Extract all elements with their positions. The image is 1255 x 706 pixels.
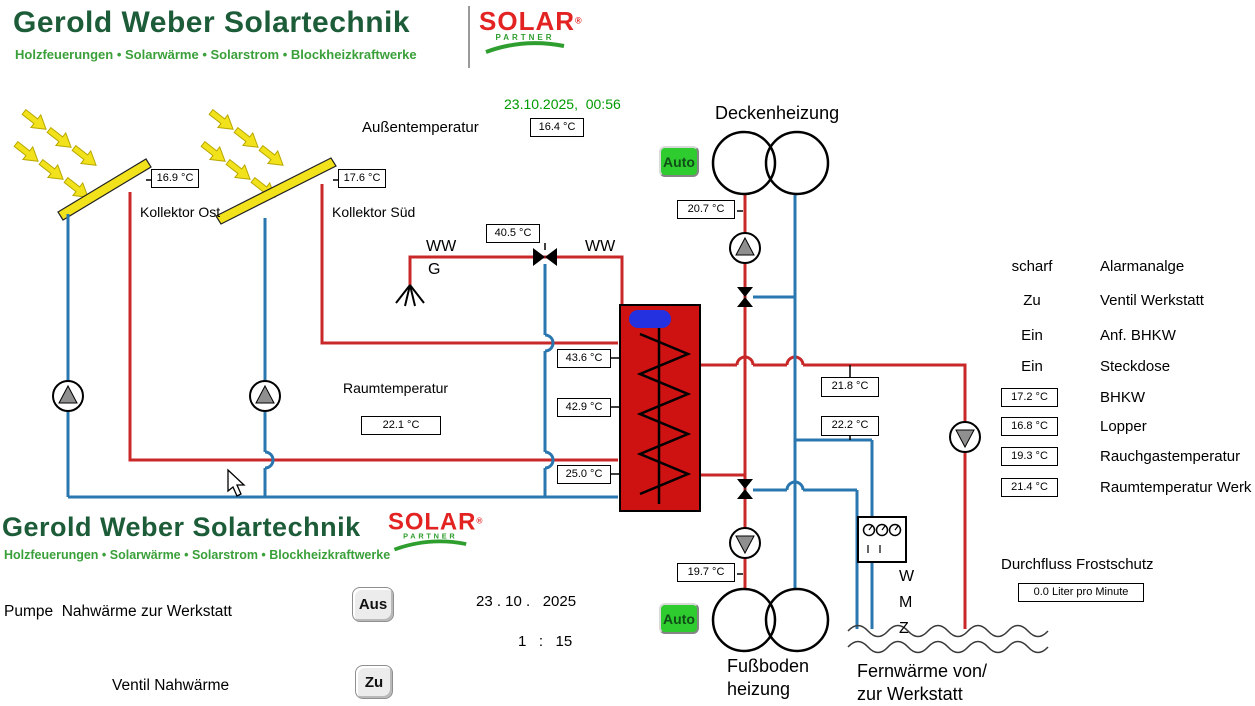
partner-logo-reg: ® (575, 15, 582, 26)
pump-nahwaerme-label: Pumpe Nahwärme zur Werkstatt (4, 603, 232, 620)
logo-subtitle: Holzfeuerungen • Solarwärme • Solarstrom… (15, 47, 417, 62)
partner-logo-text: SOLAR (388, 507, 477, 535)
collector-sued-panel (215, 157, 337, 225)
pump-ceiling-icon (729, 232, 761, 264)
ww-label-left: WW (426, 238, 457, 255)
sensor-value-rauchgas: 19.3 °C (1001, 447, 1058, 466)
fernwaerme-break-lines (847, 624, 1049, 654)
partner-logo-subtext: PARTNER (495, 33, 555, 42)
ww-label-right: WW (585, 238, 616, 255)
logo-title: Gerold Weber Solartechnik (13, 6, 411, 39)
mouse-cursor-icon (227, 468, 246, 497)
sensor-value-lopper: 16.8 °C (1001, 417, 1058, 436)
status-label-ventil-werkstatt: Ventil Werkstatt (1100, 292, 1204, 309)
outdoor-temp-value: 16.4 °C (530, 118, 584, 137)
datetime-time-bottom: 1 : 15 (518, 633, 573, 650)
ceiling-auto-button[interactable]: Auto (659, 146, 699, 177)
wmz-label: W M Z (899, 568, 915, 637)
header-divider (468, 6, 470, 68)
storage-tank (619, 304, 701, 512)
tank-temp-top: 43.6 °C (557, 349, 611, 368)
sensor-label-lopper: Lopper (1100, 418, 1147, 435)
valve-floor-icon (737, 479, 753, 499)
status-label-anf-bhkw: Anf. BHKW (1100, 327, 1176, 344)
datetime-date-bottom: 23 . 10 . 2025 (476, 593, 577, 610)
partner-swoosh-icon (485, 41, 565, 54)
logo-title-bottom: Gerold Weber Solartechnik (2, 512, 361, 542)
room-temp-label: Raumtemperatur (343, 380, 449, 396)
ww-temp: 40.5 °C (486, 224, 540, 243)
status-state-alarm: scharf (1011, 258, 1053, 275)
ceiling-supply-temp: 20.7 °C (677, 200, 735, 219)
collector-sued-temp: 17.6 °C (338, 169, 386, 188)
ceiling-heating-title: Deckenheizung (715, 103, 840, 123)
status-state-anf-bhkw: Ein (1021, 327, 1043, 344)
floor-heating-symbol (711, 587, 830, 653)
valve-ww-mixer-icon (533, 248, 557, 266)
status-label-steckdose: Steckdose (1100, 358, 1171, 375)
floor-supply-temp: 19.7 °C (677, 563, 735, 582)
cold-water-pipes (66, 194, 874, 629)
collector-ost-panel (57, 158, 152, 221)
logo-subtitle-bottom: Holzfeuerungen • Solarwärme • Solarstrom… (4, 548, 391, 562)
status-state-steckdose: Ein (1021, 358, 1043, 375)
status-label-alarm: Alarmanalge (1100, 258, 1185, 275)
datetime-top: 23.10.2025, 00:56 (504, 96, 621, 112)
partner-logo-reg: ® (476, 516, 483, 526)
tank-temp-bottom: 25.0 °C (557, 465, 611, 484)
partner-swoosh-icon (393, 539, 467, 552)
sun-rays-ost-icon (10, 105, 102, 205)
partner-logo-subtext: PARTNER (403, 532, 458, 541)
pump-collector-sued-icon (249, 380, 281, 412)
floor-auto-button[interactable]: Auto (659, 603, 699, 634)
drain-symbol-icon (395, 284, 425, 307)
pump-floor-icon (729, 527, 761, 559)
loop-temp-2: 22.2 °C (821, 416, 879, 436)
fernwaerme-label: Fernwärme von/ zur Werkstatt (857, 661, 988, 704)
outdoor-temp-label: Außentemperatur (362, 119, 479, 136)
ventil-nahwaerme-label: Ventil Nahwärme (112, 677, 230, 694)
valve-ceiling-icon (737, 287, 753, 307)
tank-temp-mid: 42.9 °C (557, 398, 611, 417)
frost-flow-label: Durchfluss Frostschutz (1001, 556, 1154, 573)
sensor-label-bhkw: BHKW (1100, 389, 1145, 406)
collector-ost-label: Kollektor Ost (140, 204, 221, 220)
sensor-value-bhkw: 17.2 °C (1001, 388, 1058, 407)
solar-partner-logo: SOLAR® PARTNER (479, 8, 582, 58)
collector-ost-temp: 16.9 °C (151, 169, 199, 188)
sensor-label-rauchgas: Rauchgastemperatur (1100, 448, 1241, 465)
pump-nahwaerme-button[interactable]: Aus (352, 587, 394, 622)
solar-partner-logo-bottom: SOLAR® PARTNER (388, 507, 482, 555)
loop-temp-1: 21.8 °C (821, 377, 879, 397)
collector-sued-label: Kollektor Süd (332, 204, 416, 220)
sensor-label-raum-werkstatt: Raumtemperatur Werk (1100, 479, 1252, 496)
room-temp-value: 22.1 °C (361, 416, 441, 435)
sensor-connectors (146, 179, 851, 575)
status-state-ventil-werkstatt: Zu (1023, 292, 1041, 309)
ww-label-g: G (428, 261, 441, 278)
ceiling-heating-symbol (711, 130, 830, 196)
sensor-value-raum-werkstatt: 21.4 °C (1001, 478, 1058, 497)
floor-heating-title: Fußboden heizung (727, 656, 810, 699)
ventil-nahwaerme-button[interactable]: Zu (355, 665, 393, 699)
heat-meter-icon (857, 516, 907, 563)
pump-fernwaerme-icon (949, 421, 981, 453)
partner-logo-text: SOLAR (479, 6, 575, 36)
frost-flow-value: 0.0 Liter pro Minute (1018, 583, 1144, 602)
pump-collector-ost-icon (52, 380, 84, 412)
